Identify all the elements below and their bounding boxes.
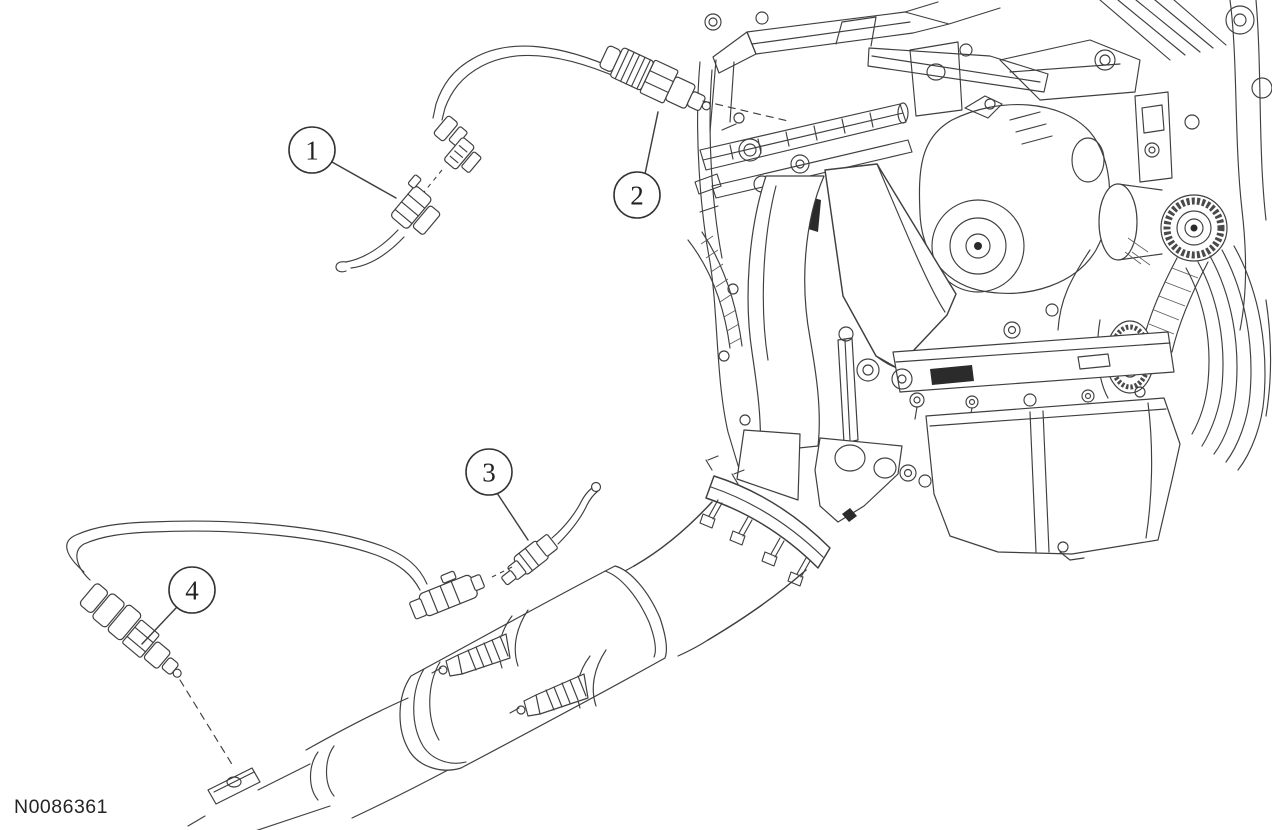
- pigtail-connector: [444, 137, 482, 173]
- callout-3-label: 3: [482, 458, 496, 488]
- oxygen-sensor-2: [335, 45, 789, 273]
- callout-2: 2: [613, 171, 661, 219]
- callout-2-leader: [644, 111, 659, 175]
- sensor-2-leader-dashes: [702, 100, 789, 122]
- catalytic-converter: [187, 565, 667, 830]
- connector-1: [335, 174, 441, 273]
- sensor-bung-front: [431, 609, 529, 677]
- exhaust-downpipe: [595, 429, 932, 657]
- engine-drawing: [687, 0, 1272, 561]
- callout-1-label: 1: [305, 136, 319, 166]
- figure-number: N0086361: [14, 796, 108, 818]
- sensor-boss: [207, 767, 261, 805]
- callout-3-leader: [496, 492, 529, 541]
- callout-1-circle: [288, 126, 336, 174]
- callout-1-leader: [331, 161, 397, 199]
- callouts: 1 2 3 4: [141, 111, 661, 645]
- callout-3-circle: [465, 448, 513, 496]
- sensor-2-harness: [432, 45, 619, 119]
- callout-3: 3: [465, 448, 513, 496]
- callout-4-circle: [168, 566, 216, 614]
- sensor-4-leader-dashes: [179, 679, 234, 767]
- callout-2-label: 2: [630, 181, 644, 211]
- exhaust-inlet-pipe: [187, 697, 449, 830]
- oxygen-sensor-3: [409, 481, 602, 620]
- callout-4-leader: [141, 607, 177, 645]
- oxygen-sensor-4: [66, 520, 428, 767]
- sensor-3-connector: [409, 570, 485, 620]
- flange-studs: [699, 455, 811, 587]
- sensor-bung-rear: [509, 649, 607, 717]
- callout-2-circle: [613, 171, 661, 219]
- callout-4-label: 4: [185, 576, 199, 606]
- callout-4: 4: [168, 566, 216, 614]
- callout-1: 1: [288, 126, 336, 174]
- sensor-4-harness: [66, 520, 428, 585]
